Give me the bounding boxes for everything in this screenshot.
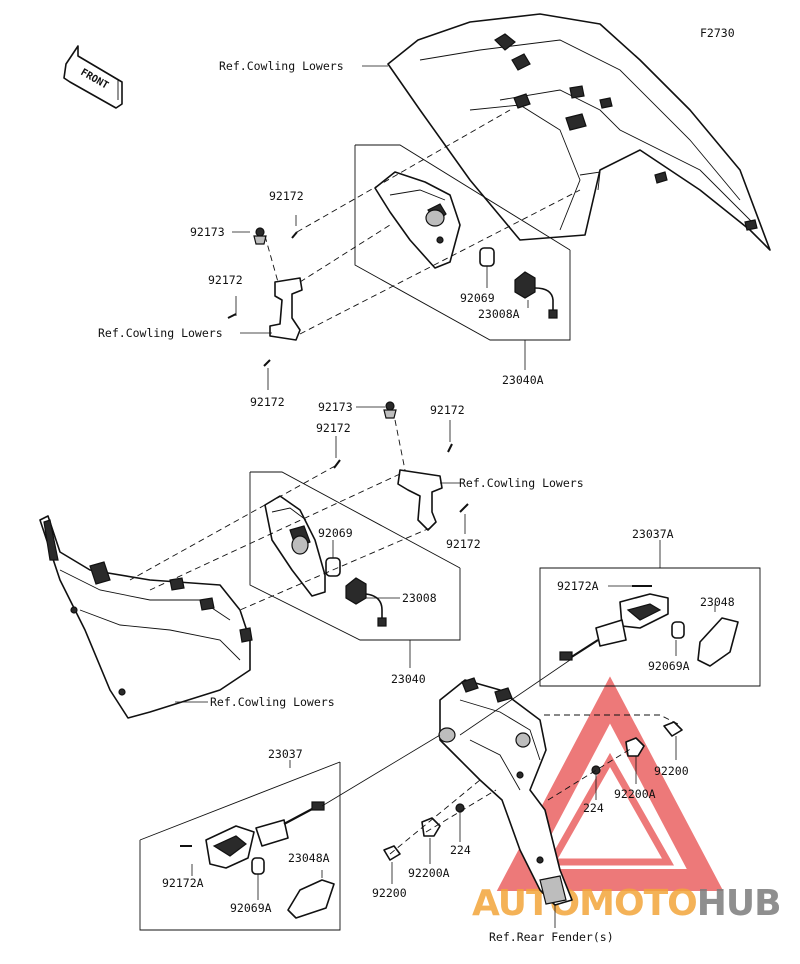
label-92069-b: 92069 [318,526,353,540]
label-224-b: 224 [450,843,471,857]
clip-92200-upper [663,721,683,737]
label-92173-a: 92173 [190,225,225,239]
watermark-text-part1: AUTOMOTO [472,883,697,924]
upper-assembly-frame [354,144,571,341]
label-92173-b: 92173 [318,400,353,414]
label-23037A: 23037A [632,527,674,541]
label-92200-a: 92200 [654,764,689,778]
upper-light-housing [374,171,461,269]
middle-bracket [383,401,443,531]
bulb-92069A-right [671,621,685,639]
nut-224-lower [455,803,465,813]
turn-signal-23037 [205,801,325,869]
lens-23048 [697,617,739,667]
label-92172A-a: 92172A [557,579,599,593]
upper-bracket [253,227,303,341]
rear-fender-bracket [438,677,573,906]
figure-code: F2730 [700,26,735,40]
clip-92200-lower [383,845,401,861]
label-ref-cowling-right: Ref.Cowling Lowers [459,476,584,490]
label-23037: 23037 [268,747,303,761]
upper-cowling-lower-right [387,13,771,251]
watermark-text-part2: HUB [697,883,781,924]
label-92172-f: 92172 [446,537,481,551]
label-92172-e: 92172 [316,421,351,435]
label-92069-a: 92069 [460,291,495,305]
nut-224-upper [591,765,601,775]
middle-light-housing [264,495,326,597]
label-92172A-b: 92172A [162,876,204,890]
label-224-a: 224 [583,801,604,815]
lower-cowling-left [39,515,253,719]
label-92200A-a: 92200A [614,787,656,801]
label-92172-c: 92172 [250,395,285,409]
socket-23008A [514,271,558,319]
watermark-inner-triangle-icon [545,752,675,866]
socket-23008 [345,577,387,627]
label-92172-a: 92172 [269,189,304,203]
clip-92200A-upper [625,737,645,757]
front-arrow-badge: FRONT [63,45,123,109]
watermark: AUTOMOTOHUB [472,676,782,924]
label-ref-cowling-upper: Ref.Cowling Lowers [219,59,344,73]
label-23040A: 23040A [502,373,544,387]
label-23048: 23048 [700,595,735,609]
svg-text:AUTOMOTOHUB: AUTOMOTOHUB [472,883,781,924]
label-92200-b: 92200 [372,886,407,900]
label-ref-cowling-lower: Ref.Cowling Lowers [210,695,335,709]
label-23040: 23040 [391,672,426,686]
label-92069A-b: 92069A [230,901,272,915]
label-23008: 23008 [402,591,437,605]
label-ref-cowling-left: Ref.Cowling Lowers [98,326,223,340]
label-23048A: 23048A [288,851,330,865]
bulb-92069-middle [325,557,341,577]
label-92069A-a: 92069A [648,659,690,673]
bulb-92069A-left [251,857,265,875]
turn-signal-right-frame [539,567,761,687]
label-23008A: 23008A [478,307,520,321]
turn-signal-left-frame [139,761,341,931]
turn-signal-23037A [559,593,669,661]
label-92172-b: 92172 [208,273,243,287]
lens-23048A [287,879,335,919]
bulb-92069-upper [479,247,495,267]
middle-assembly-frame [249,471,461,641]
label-ref-rear-fender: Ref.Rear Fender(s) [489,930,614,944]
label-92172-d: 92172 [430,403,465,417]
label-92200A-b: 92200A [408,866,450,880]
watermark-triangle-icon [496,676,724,891]
